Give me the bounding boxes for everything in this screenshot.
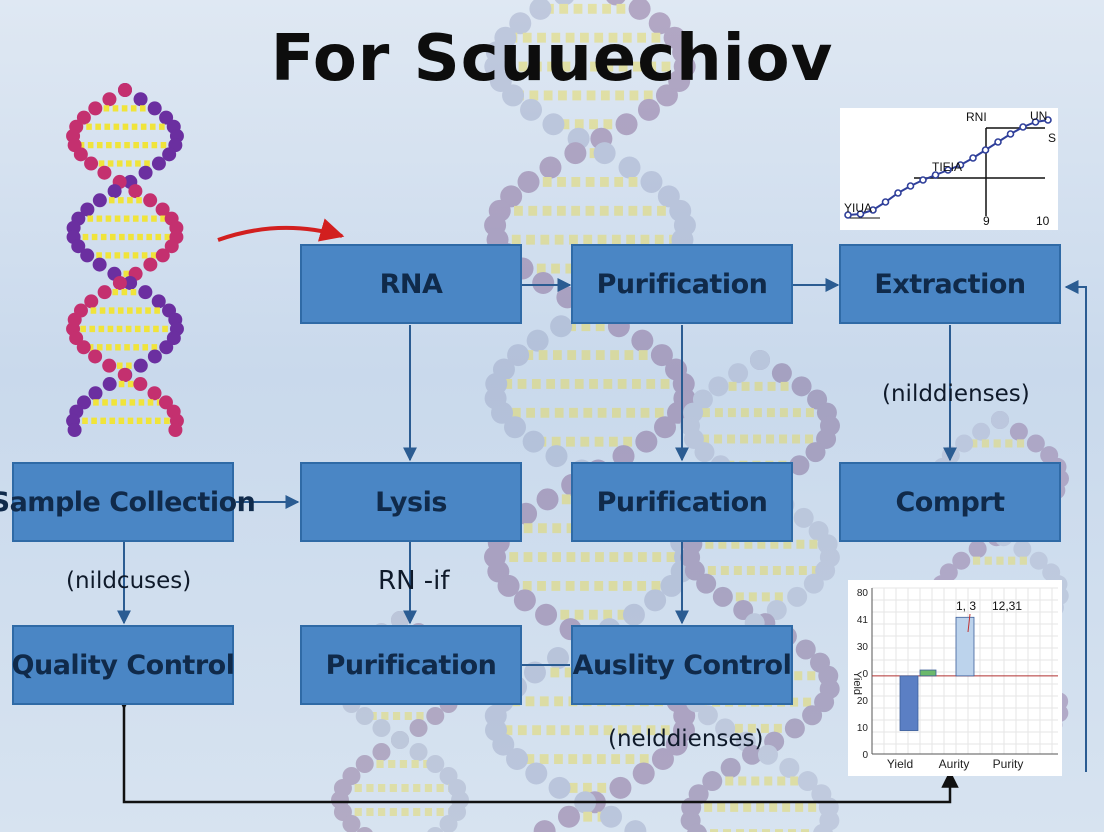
line-point [931,171,940,179]
line-point [1044,116,1052,124]
dna-helix [66,83,184,437]
bar-chart-annotation: 1, 3 [956,599,976,613]
page-title: For Scuuechiov [270,22,834,96]
line-chart-label: RNI [966,110,987,124]
box-lysis: Lysis [300,462,522,542]
bar-chart-y-tick: 0 [862,750,868,761]
bar [919,669,937,677]
line-point [969,154,977,162]
box-ausility-control: Auslity Control [571,625,793,705]
background-helix-right [680,350,840,832]
line-chart: RNI UNS TIEIA YIUA 9 10 [844,109,1056,228]
box-compr: Comprt [839,462,1061,542]
bar-chart-annotation: 12,31 [992,599,1022,613]
line-point [1031,118,1040,126]
line-point [994,138,1002,146]
line-chart-tick-label: 9 [983,214,990,228]
line-point [1019,123,1027,131]
line-chart-label: TIEIA [932,160,962,174]
line-point [844,211,852,219]
bar-chart-y-tick: 0 [862,669,868,680]
bar-chart-y-label: Yield [851,671,863,695]
box-sample-collection: Sample Collection [0,462,256,542]
note-bottom: (nelddienses) [608,726,764,752]
bar [899,675,919,731]
line-point [881,198,890,206]
line-point [944,166,952,174]
box-extraction: Extraction [839,244,1061,324]
line-point [906,182,915,190]
line-chart-label: YIUA [844,201,872,215]
bar-chart-y-tick: 10 [857,723,869,734]
bar-chart-category-label: Aurity [939,757,970,771]
bar-chart-y-tick: 41 [857,615,869,626]
box-purification-mid: Purification [571,462,793,542]
note-lysis: RN -if [378,566,450,596]
line-chart-label: S [1048,131,1056,145]
line-point [981,146,990,154]
line-point [919,176,927,184]
dna-helix-illustration [66,83,184,437]
line-point [1006,130,1015,138]
line-point [856,210,865,218]
box-rna: RNA [300,244,522,324]
bar-chart-category-label: Purity [993,757,1024,771]
bar-chart-y-tick: 20 [857,696,869,707]
box-purification-top: Purification [571,244,793,324]
bar-chart-y-tick: 30 [857,642,869,653]
bar-chart-y-tick: 80 [857,588,869,599]
note-extraction: (nilddienses) [882,381,1030,407]
box-purification-bottom: Purification [300,625,522,705]
line-chart-label: UN [1030,109,1047,123]
bar [955,616,975,677]
line-point [894,189,902,197]
box-quality-control: Quality Control [12,625,235,705]
bar-chart-category-label: Yield [887,757,913,771]
line-point [869,206,877,214]
background-helix-center [484,0,696,832]
line-point [956,161,965,169]
bar-chart-annotation-leader [967,613,971,633]
line-chart-tick-label: 10 [1036,214,1050,228]
note-sample: (nildcuses) [66,568,192,594]
